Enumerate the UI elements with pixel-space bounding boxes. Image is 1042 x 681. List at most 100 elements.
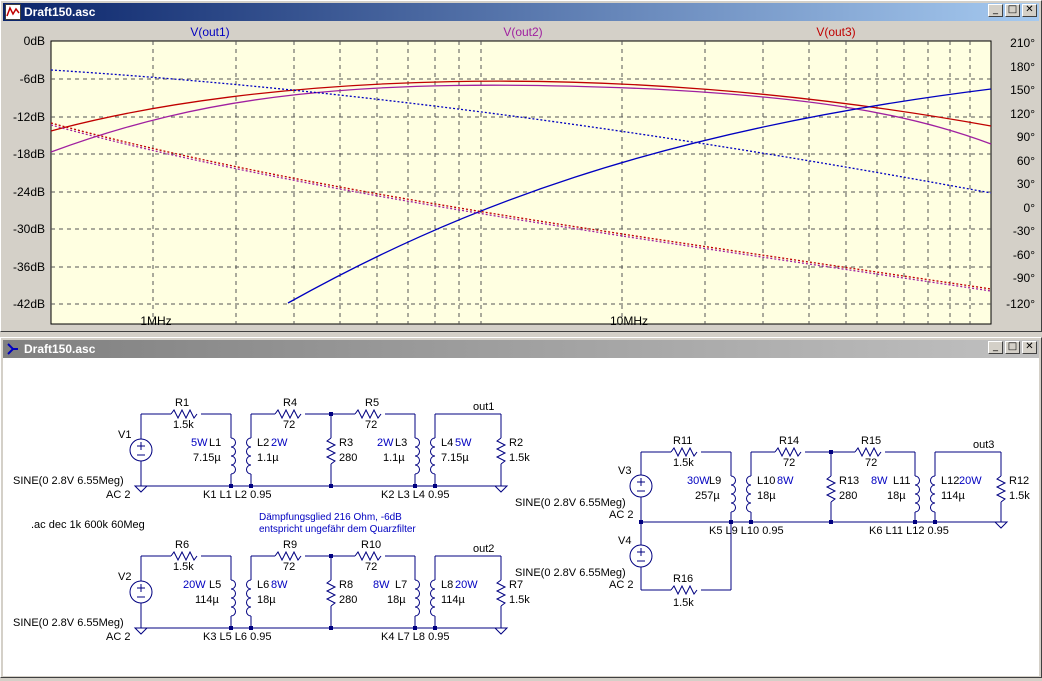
svg-text:7.15µ: 7.15µ (441, 452, 469, 464)
circuit-1-labels: R1 1.5k R4 72 R5 72 R3 280 R2 1.5k V1 SI… (13, 397, 530, 501)
schematic-drawing[interactable]: R1 1.5k R4 72 R5 72 R3 280 R2 1.5k V1 SI… (3, 358, 1039, 676)
svg-text:L8: L8 (441, 579, 453, 591)
trace-label-out1[interactable]: V(out1) (190, 25, 229, 39)
svg-text:1.5k: 1.5k (173, 419, 194, 431)
l5-inductor (230, 579, 236, 617)
y-right-tick: 60° (1017, 154, 1035, 168)
svg-text:V2: V2 (118, 571, 131, 583)
svg-text:20W: 20W (959, 475, 982, 487)
svg-text:R11: R11 (673, 435, 692, 447)
svg-text:1.5k: 1.5k (509, 452, 530, 464)
svg-text:1.5k: 1.5k (1009, 490, 1030, 502)
svg-text:R12: R12 (1009, 475, 1029, 487)
schematic-titlebar[interactable]: Draft150.asc (3, 340, 1039, 358)
schematic-canvas[interactable]: R1 1.5k R4 72 R5 72 R3 280 R2 1.5k V1 SI… (3, 358, 1039, 676)
r8-resistor (325, 579, 337, 607)
schematic-icon (7, 343, 18, 355)
r11-resistor (670, 446, 698, 458)
svg-text:SINE(0 2.8V 6.55Meg): SINE(0 2.8V 6.55Meg) (13, 475, 124, 487)
svg-text:R8: R8 (339, 579, 353, 591)
out2-magnitude-curve (50, 84, 992, 153)
r14-resistor (774, 446, 802, 458)
svg-text:7.15µ: 7.15µ (193, 452, 221, 464)
y-left-tick: -42dB (13, 297, 45, 311)
svg-text:R3: R3 (339, 437, 353, 449)
circuit-3-turns: 30W 8W 8W 20W (687, 475, 982, 487)
svg-text:18µ: 18µ (887, 490, 906, 502)
svg-text:R10: R10 (361, 539, 381, 551)
out1-magnitude-curve (50, 69, 992, 194)
y-left-tick: -12dB (13, 110, 45, 124)
r13-resistor (825, 475, 837, 503)
circuit-1 (129, 408, 508, 493)
trace-label-out2[interactable]: V(out2) (503, 25, 542, 39)
schematic-window[interactable]: Draft150.asc _ □ ✕ (0, 337, 1042, 678)
svg-text:R14: R14 (779, 435, 799, 447)
waveform-plot-pane[interactable]: V(out1) V(out2) V(out3) 0dB -6dB -12dB -… (3, 21, 1039, 330)
circuit-2 (129, 550, 508, 635)
svg-text:L10: L10 (757, 475, 775, 487)
trace-label-out3[interactable]: V(out3) (816, 25, 855, 39)
ac-directive[interactable]: .ac dec 1k 600k 60Meg (31, 519, 145, 531)
svg-text:8W: 8W (777, 475, 794, 487)
comment-line-1[interactable]: Dämpfungsglied 216 Ohm, -6dB (259, 512, 402, 523)
svg-text:114µ: 114µ (441, 594, 466, 606)
close-button[interactable]: ✕ (1022, 4, 1037, 17)
x-tick: 10MHz (610, 314, 648, 328)
svg-text:5W: 5W (455, 437, 472, 449)
plot-window-title: Draft150.asc (24, 5, 96, 19)
minimize-button[interactable]: _ (988, 4, 1003, 17)
l3-inductor (414, 437, 420, 475)
schematic-window-title: Draft150.asc (24, 342, 96, 356)
y-right-tick: -90° (1013, 271, 1035, 285)
y-axis-left-ticks: 0dB -6dB -12dB -18dB -24dB -30dB -36dB -… (13, 34, 45, 311)
svg-text:280: 280 (339, 594, 357, 606)
svg-text:18µ: 18µ (387, 594, 406, 606)
out3-magnitude-curve (50, 80, 992, 132)
svg-text:L7: L7 (395, 579, 407, 591)
maximize-button[interactable]: □ (1005, 4, 1020, 17)
svg-text:AC 2: AC 2 (106, 489, 130, 501)
close-button[interactable]: ✕ (1022, 341, 1037, 354)
svg-text:out2: out2 (473, 543, 494, 555)
waveform-plot[interactable]: V(out1) V(out2) V(out3) 0dB -6dB -12dB -… (3, 21, 1039, 330)
svg-text:L5: L5 (209, 579, 221, 591)
svg-text:1.1µ: 1.1µ (383, 452, 405, 464)
circuit-3-labels: R11 1.5k R14 72 R15 72 R13 280 R12 1.5k … (515, 435, 1030, 609)
svg-text:R2: R2 (509, 437, 523, 449)
svg-text:R4: R4 (283, 397, 297, 409)
svg-text:L2: L2 (257, 437, 269, 449)
svg-text:2W: 2W (271, 437, 288, 449)
svg-text:1.5k: 1.5k (173, 561, 194, 573)
r6-resistor (170, 550, 198, 562)
x-tick: 1MHz (140, 314, 171, 328)
comment-line-2[interactable]: entspricht ungefähr dem Quarzfilter (259, 524, 416, 535)
svg-text:2W: 2W (377, 437, 394, 449)
plot-titlebar[interactable]: Draft150.asc (3, 3, 1039, 21)
maximize-button[interactable]: □ (1005, 341, 1020, 354)
y-left-tick: -24dB (13, 185, 45, 199)
waveform-icon (5, 4, 21, 20)
svg-text:1.5k: 1.5k (509, 594, 530, 606)
svg-text:8W: 8W (871, 475, 888, 487)
plot-window[interactable]: Draft150.asc _ □ ✕ (0, 0, 1042, 332)
svg-text:72: 72 (865, 457, 877, 469)
y-right-tick: -30° (1013, 224, 1035, 238)
svg-text:K1 L1 L2 0.95: K1 L1 L2 0.95 (203, 489, 272, 501)
y-right-tick: 210° (1010, 36, 1035, 50)
svg-text:AC 2: AC 2 (106, 631, 130, 643)
svg-text:R7: R7 (509, 579, 523, 591)
svg-text:SINE(0 2.8V 6.55Meg): SINE(0 2.8V 6.55Meg) (515, 497, 626, 509)
svg-text:L3: L3 (395, 437, 407, 449)
y-right-tick: 30° (1017, 177, 1035, 191)
minimize-button[interactable]: _ (988, 341, 1003, 354)
svg-text:V1: V1 (118, 429, 131, 441)
r10-resistor (354, 550, 382, 562)
svg-text:L9: L9 (709, 475, 721, 487)
r2-resistor (495, 437, 507, 465)
svg-text:L11: L11 (893, 475, 911, 487)
svg-text:1.5k: 1.5k (673, 597, 694, 609)
svg-text:5W: 5W (191, 437, 208, 449)
svg-text:72: 72 (365, 561, 377, 573)
svg-text:8W: 8W (271, 579, 288, 591)
